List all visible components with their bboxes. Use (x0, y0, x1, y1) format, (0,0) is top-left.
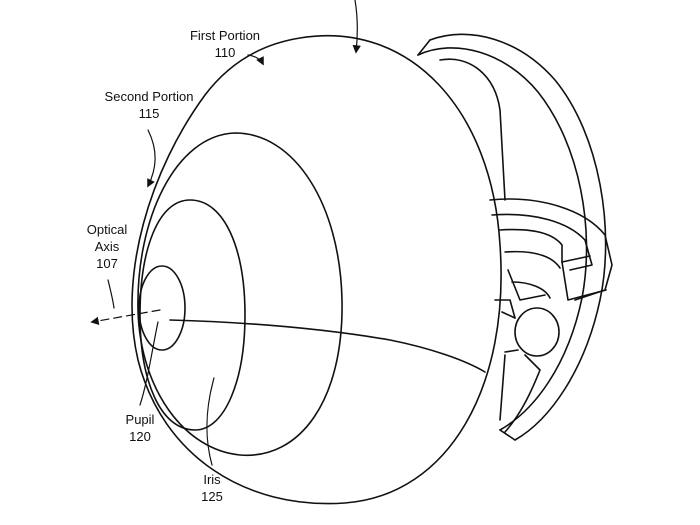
iris-outline (139, 199, 246, 431)
first-portion-label: First Portion (190, 28, 260, 43)
optical-axis-label-line2: Axis (95, 239, 120, 254)
iris-label: Iris (203, 472, 221, 487)
second-portion-label: Second Portion (105, 89, 194, 104)
iris-ref: 125 (201, 489, 223, 504)
first-portion-leader (247, 54, 264, 66)
top-reference-leader (352, 0, 361, 54)
pupil-leader (139, 321, 159, 406)
pupil-ref: 120 (129, 429, 151, 444)
eyeball-meridian (169, 319, 486, 373)
optical-axis-label-line1: Optical (87, 222, 128, 237)
optical-axis-leader (107, 279, 115, 309)
pupil-label: Pupil (126, 412, 155, 427)
second-portion-leader (147, 129, 156, 188)
optical-axis-ref: 107 (96, 256, 118, 271)
optical-axis-line (90, 309, 161, 325)
iris-leader (206, 377, 215, 466)
eye-mount-bracket (417, 33, 613, 441)
eyeball-second-portion (137, 132, 343, 456)
eyeball-first-portion (131, 34, 502, 505)
first-portion-ref: 110 (215, 45, 236, 60)
second-portion-ref: 115 (139, 106, 160, 121)
pupil-outline (138, 265, 186, 351)
